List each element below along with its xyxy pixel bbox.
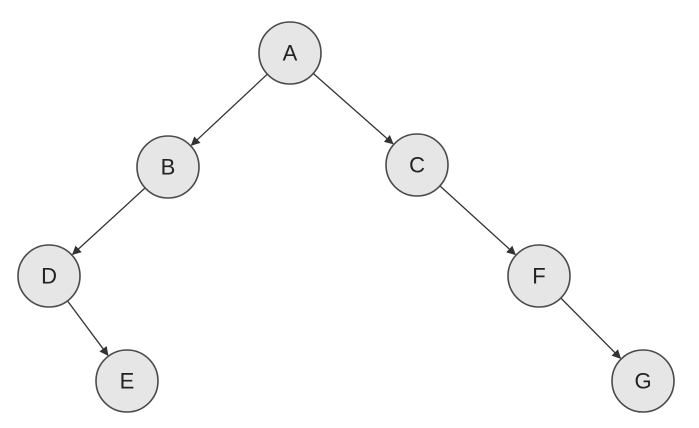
node-c: C [385,133,449,197]
node-f-circle [507,244,571,308]
node-a: A [258,21,322,85]
edge-a-c [312,73,394,145]
node-b-label: B [161,155,176,180]
edge-f-g [560,297,622,359]
node-g-label: G [634,369,651,394]
node-c-circle [385,133,449,197]
node-e-circle [95,349,159,413]
node-f: F [507,244,571,308]
node-g-circle [611,349,675,413]
edge-b-d [71,187,146,256]
node-f-label: F [532,264,545,289]
edge-a-b [190,73,268,146]
node-c-label: C [409,153,425,178]
node-d-circle [17,244,81,308]
node-d: D [17,244,81,308]
node-d-label: D [41,264,57,289]
node-e-label: E [120,369,135,394]
edge-c-f [439,185,516,256]
node-e: E [95,349,159,413]
node-a-circle [258,21,322,85]
node-a-label: A [283,41,298,66]
node-b-circle [136,135,200,199]
node-g: G [611,349,675,413]
edges-layer [66,73,622,359]
edge-d-e [66,300,109,357]
node-b: B [136,135,200,199]
